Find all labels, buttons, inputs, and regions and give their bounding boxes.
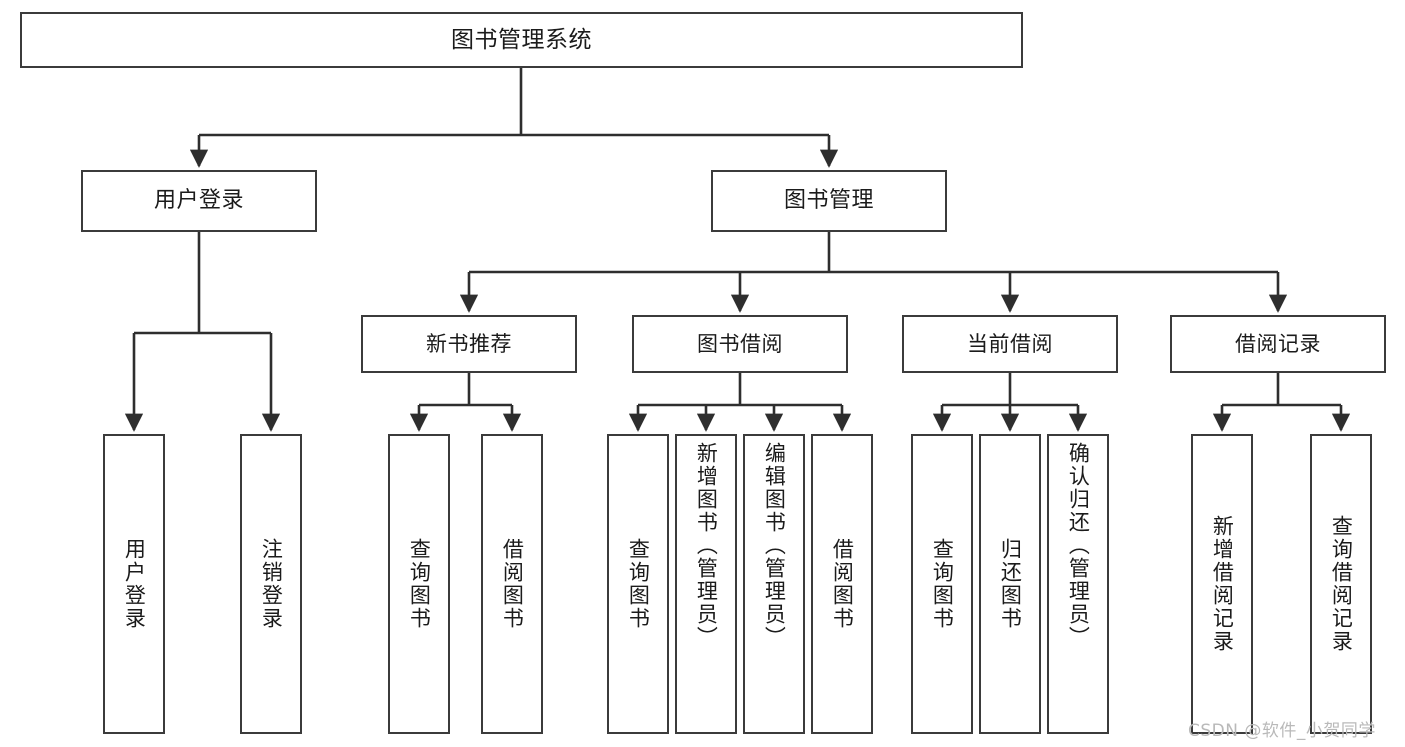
node-user-login-label: 用户登录 [153,188,244,214]
node-leaf-return-book[interactable]: 归还图书 [979,434,1041,734]
node-leaf-add-book-label: 新增图书（管理员） [694,442,719,649]
node-leaf-query-book-3[interactable]: 查询图书 [911,434,973,734]
node-leaf-add-record-label: 新增借阅记录 [1210,515,1235,653]
node-leaf-logout-login[interactable]: 注销登录 [240,434,302,734]
node-leaf-query-book-2-label: 查询图书 [626,538,651,630]
node-leaf-user-login-label: 用户登录 [122,538,147,630]
node-leaf-borrow-book-2-label: 借阅图书 [830,538,855,630]
csdn-watermark: CSDN @软件_小贺同学 [1188,721,1376,741]
node-user-login[interactable]: 用户登录 [81,170,317,232]
node-new-book-recommend-label: 新书推荐 [426,331,512,356]
node-leaf-query-record-label: 查询借阅记录 [1329,515,1354,653]
node-leaf-logout-login-label: 注销登录 [259,538,284,630]
node-root[interactable]: 图书管理系统 [20,12,1023,68]
node-new-book-recommend[interactable]: 新书推荐 [361,315,577,373]
node-leaf-query-book-1-label: 查询图书 [407,538,432,630]
node-leaf-edit-book-label: 编辑图书（管理员） [762,442,787,649]
node-leaf-borrow-book-1-label: 借阅图书 [500,538,525,630]
node-root-label: 图书管理系统 [451,26,592,53]
node-book-borrow-label: 图书借阅 [697,331,783,356]
node-current-borrow-label: 当前借阅 [967,331,1053,356]
node-leaf-confirm-return[interactable]: 确认归还（管理员） [1047,434,1109,734]
node-leaf-borrow-book-1[interactable]: 借阅图书 [481,434,543,734]
node-book-manage-label: 图书管理 [783,188,874,214]
node-borrow-record-label: 借阅记录 [1235,331,1321,356]
node-leaf-confirm-return-label: 确认归还（管理员） [1066,442,1091,649]
node-leaf-add-book[interactable]: 新增图书（管理员） [675,434,737,734]
node-leaf-add-record[interactable]: 新增借阅记录 [1191,434,1253,734]
node-book-manage[interactable]: 图书管理 [711,170,947,232]
node-leaf-borrow-book-2[interactable]: 借阅图书 [811,434,873,734]
node-leaf-query-record[interactable]: 查询借阅记录 [1310,434,1372,734]
node-book-borrow[interactable]: 图书借阅 [632,315,848,373]
node-leaf-user-login[interactable]: 用户登录 [103,434,165,734]
node-leaf-edit-book[interactable]: 编辑图书（管理员） [743,434,805,734]
node-borrow-record[interactable]: 借阅记录 [1170,315,1386,373]
node-leaf-query-book-1[interactable]: 查询图书 [388,434,450,734]
node-current-borrow[interactable]: 当前借阅 [902,315,1118,373]
node-leaf-query-book-2[interactable]: 查询图书 [607,434,669,734]
node-leaf-return-book-label: 归还图书 [998,538,1023,630]
node-leaf-query-book-3-label: 查询图书 [930,538,955,630]
